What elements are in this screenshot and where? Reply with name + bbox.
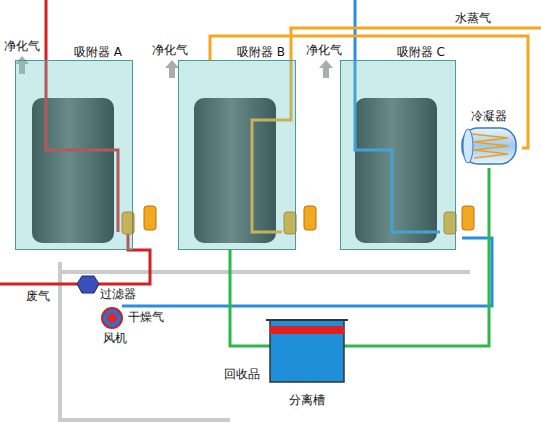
pipe-connector <box>230 250 270 346</box>
node-label: 吸附器 A <box>74 46 122 59</box>
node-label: 吸附器 C <box>397 46 445 59</box>
node-label: 冷凝器 <box>471 110 507 123</box>
separator-shape <box>262 312 352 388</box>
node-label: 分离槽 <box>289 394 325 407</box>
pipe <box>60 270 470 274</box>
flow-label: 净化气 <box>306 44 342 57</box>
fan-symbol <box>102 308 122 328</box>
adsorber-tank: 吸附器 B <box>178 60 296 250</box>
pipe <box>60 262 230 420</box>
flow-label: 净化气 <box>152 44 188 57</box>
adsorber-tank: 吸附器 A <box>15 60 133 250</box>
flow-label: 废气 <box>26 290 50 303</box>
separator-tank: 分离槽 <box>262 312 352 420</box>
flow-label: 回收品 <box>224 368 260 381</box>
adsorber-tank: 吸附器 C <box>340 60 456 250</box>
filter-symbol <box>77 276 99 293</box>
flow-label: 风机 <box>103 332 127 345</box>
flow-label: 水蒸气 <box>455 12 491 25</box>
fan-symbol <box>107 313 117 323</box>
flow-label: 过滤器 <box>100 288 136 301</box>
flow-label: 干燥气 <box>128 311 164 324</box>
flow-label: 净化气 <box>4 40 40 53</box>
condenser: 冷凝器 <box>456 108 522 168</box>
node-label: 吸附器 B <box>237 46 285 59</box>
